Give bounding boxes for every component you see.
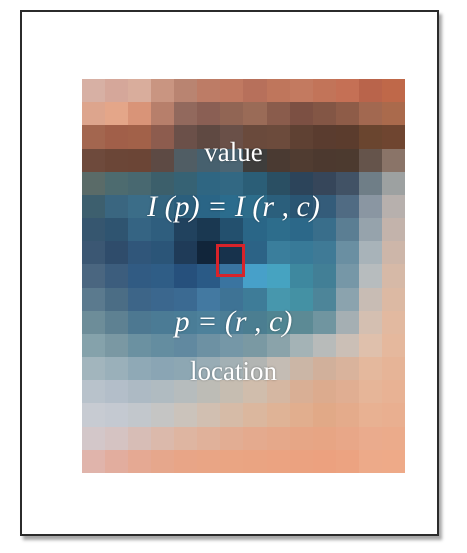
pixel-cell [174,264,197,287]
pixel-cell [313,102,336,125]
pixel-cell [336,79,359,102]
pixel-cell [174,79,197,102]
pixel-cell [82,264,105,287]
pixel-cell [382,79,405,102]
pixel-cell [313,241,336,264]
pixel-cell [82,403,105,426]
pixel-cell [359,102,382,125]
pixel-cell [313,450,336,473]
pixel-cell [290,241,313,264]
pixel-cell [267,79,290,102]
pixel-cell [174,241,197,264]
pixel-cell [359,450,382,473]
pixel-cell [105,450,128,473]
pixel-cell [128,264,151,287]
pixel-cell [313,79,336,102]
location-equation: p = (r , c) [0,305,467,339]
pixel-cell [174,102,197,125]
pixel-cell [105,403,128,426]
pixel-cell [382,102,405,125]
pixel-cell [105,79,128,102]
pixel-cell [382,403,405,426]
pixel-cell [359,427,382,450]
pixel-cell [151,79,174,102]
pixel-cell [82,241,105,264]
pixel-cell [382,427,405,450]
pixel-cell [174,450,197,473]
pixel-cell [151,427,174,450]
pixel-cell [151,450,174,473]
pixel-cell [359,264,382,287]
pixel-cell [290,264,313,287]
pixel-cell [267,241,290,264]
pixel-cell [243,264,266,287]
pixel-cell [128,241,151,264]
pixel-cell [105,102,128,125]
pixel-cell [105,264,128,287]
pixel-cell [243,102,266,125]
pixel-cell [290,450,313,473]
pixel-cell [243,79,266,102]
pixel-cell [174,403,197,426]
pixel-cell [151,403,174,426]
pixel-cell [220,79,243,102]
value-label: value [0,137,467,168]
pixel-cell [336,241,359,264]
pixel-cell [313,427,336,450]
pixel-cell [197,427,220,450]
pixel-cell [243,427,266,450]
pixel-cell [197,79,220,102]
pixel-cell [267,427,290,450]
pixel-cell [336,450,359,473]
pixel-cell [290,427,313,450]
pixel-cell [105,427,128,450]
pixel-cell [359,79,382,102]
pixel-cell [82,450,105,473]
pixel-cell [197,403,220,426]
highlighted-pixel [216,244,245,277]
location-label: location [0,356,467,387]
intensity-equation: I (p) = I (r , c) [0,190,467,224]
pixel-cell [313,264,336,287]
pixel-cell [243,450,266,473]
pixel-cell [151,102,174,125]
pixel-cell [197,450,220,473]
pixel-cell [336,264,359,287]
pixel-cell [382,241,405,264]
pixel-cell [220,450,243,473]
pixel-cell [128,450,151,473]
pixel-cell [267,403,290,426]
pixel-cell [82,427,105,450]
pixel-cell [197,102,220,125]
pixel-cell [128,403,151,426]
pixel-cell [128,79,151,102]
pixel-cell [220,427,243,450]
pixel-cell [220,102,243,125]
pixel-cell [382,264,405,287]
pixel-cell [243,241,266,264]
pixel-cell [267,102,290,125]
pixel-cell [128,102,151,125]
pixel-cell [313,403,336,426]
pixel-cell [336,102,359,125]
pixel-cell [290,403,313,426]
pixel-cell [82,79,105,102]
pixel-cell [267,264,290,287]
pixel-cell [174,427,197,450]
pixel-cell [151,241,174,264]
pixel-cell [359,403,382,426]
pixel-cell [336,427,359,450]
pixel-cell [336,403,359,426]
pixel-cell [105,241,128,264]
pixel-cell [267,450,290,473]
pixel-cell [290,102,313,125]
pixel-cell [128,427,151,450]
pixel-cell [290,79,313,102]
pixel-cell [359,241,382,264]
pixel-cell [151,264,174,287]
pixel-cell [243,403,266,426]
pixel-cell [220,403,243,426]
pixel-cell [82,102,105,125]
pixel-cell [382,450,405,473]
